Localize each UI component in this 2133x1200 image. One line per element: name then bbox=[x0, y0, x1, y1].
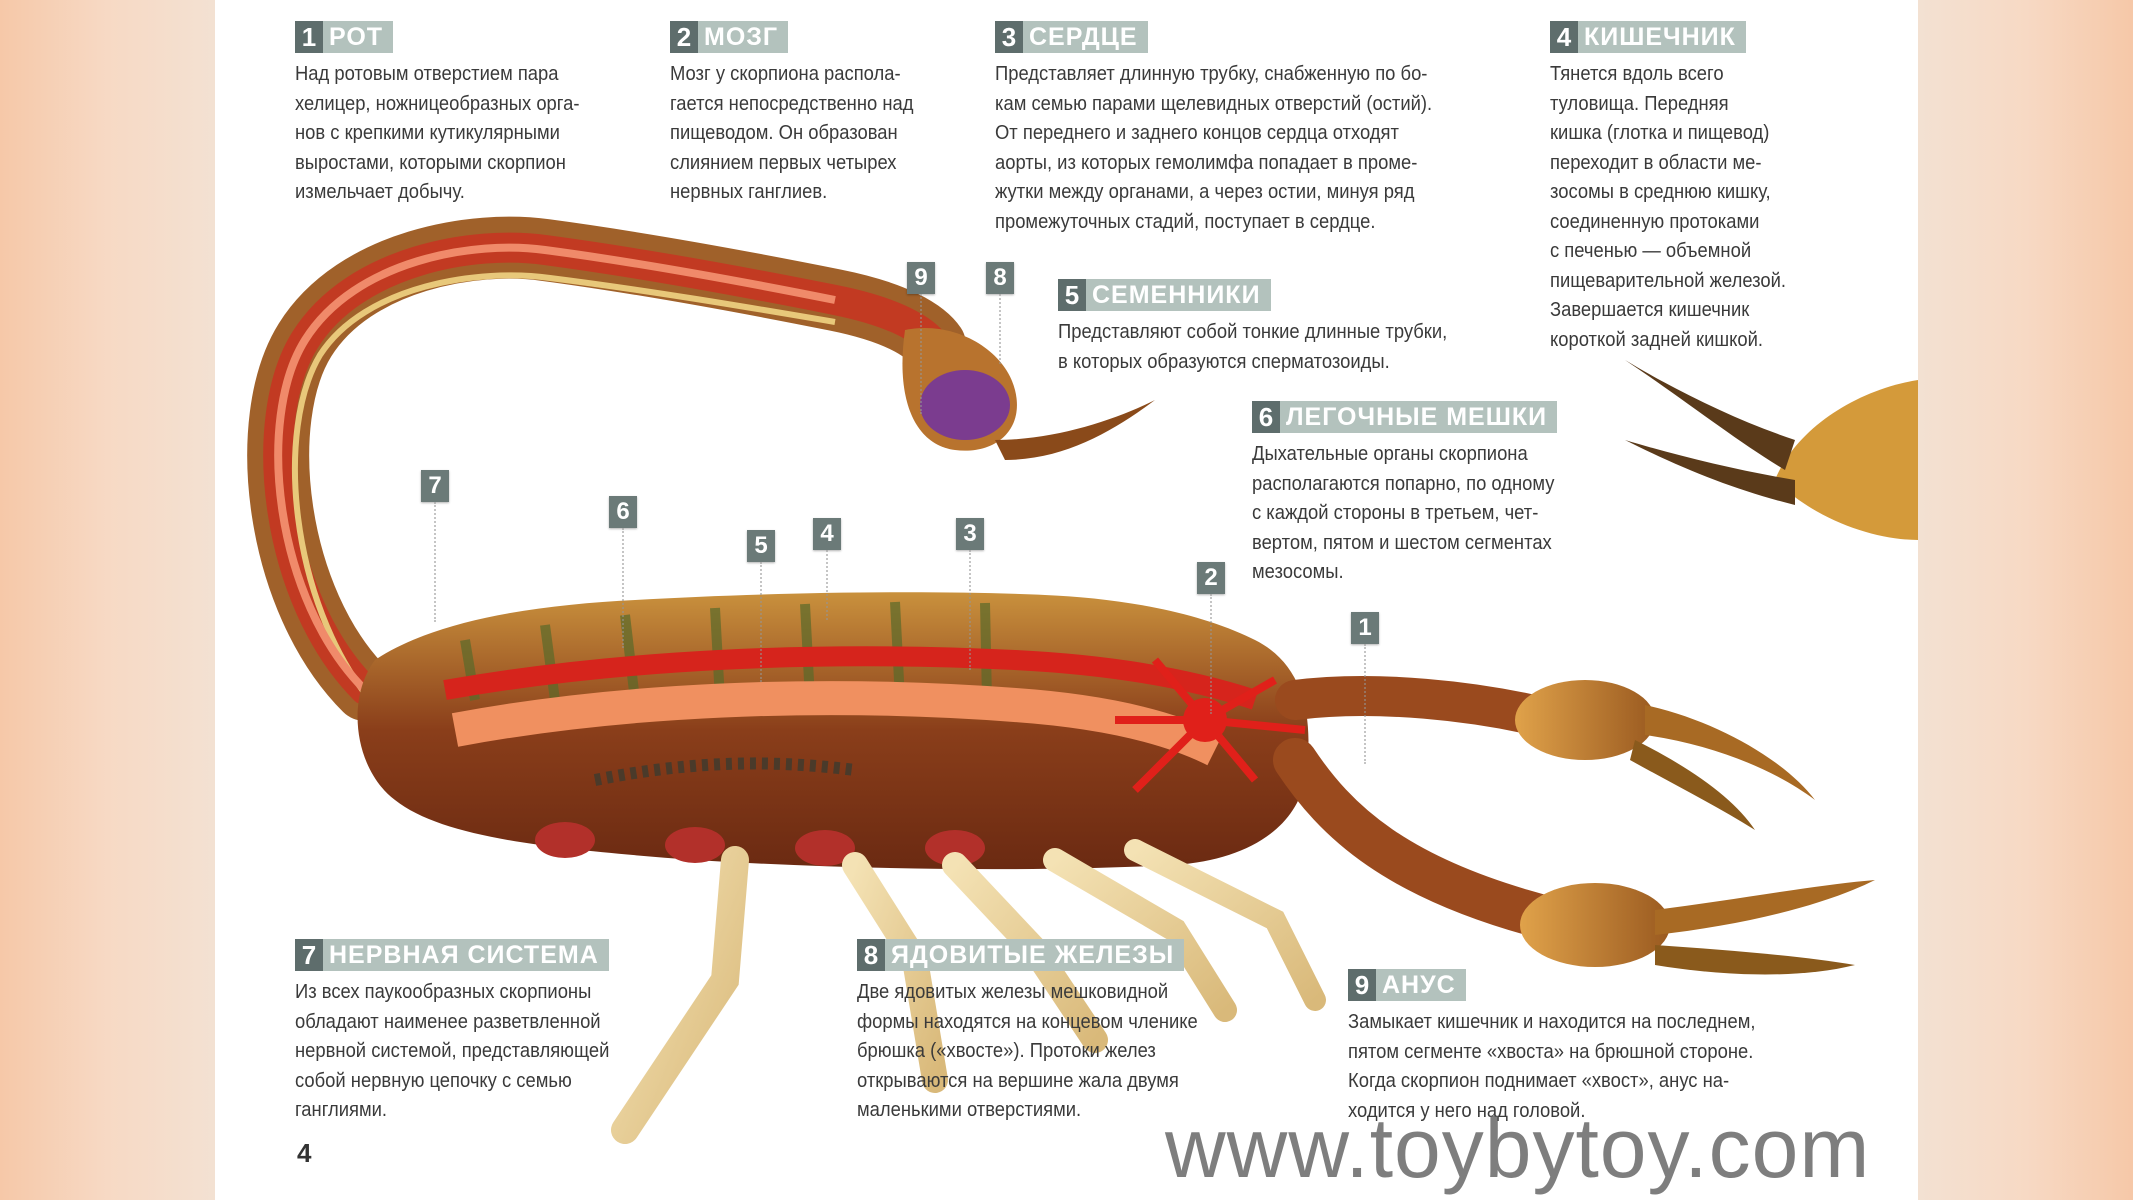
claw-lower bbox=[1520, 883, 1670, 967]
section-number: 8 bbox=[857, 939, 885, 971]
page-number: 4 bbox=[297, 1138, 312, 1168]
claw-finger-2 bbox=[1630, 740, 1755, 830]
gut-tube bbox=[451, 681, 1223, 766]
marker-1: 1 bbox=[1351, 612, 1379, 764]
scorpion-anatomy-illustration bbox=[247, 216, 1918, 1144]
venom-gland bbox=[920, 370, 1010, 440]
tail-gut bbox=[274, 243, 836, 693]
watermark: www.toybytoy.com bbox=[1165, 1101, 1871, 1195]
pedipalp-lower bbox=[1273, 738, 1577, 942]
section-number: 3 bbox=[995, 21, 1023, 53]
marker-5: 5 bbox=[747, 530, 775, 682]
brain-cluster bbox=[1115, 657, 1306, 793]
claw-finger-4 bbox=[1655, 945, 1855, 975]
section-number: 6 bbox=[1252, 401, 1280, 433]
claw-finger-1 bbox=[1645, 705, 1815, 800]
section-text: Мозг у скорпиона распола-гается непосред… bbox=[670, 63, 914, 203]
section-title: НЕРВНАЯ СИСТЕМА bbox=[323, 939, 609, 971]
section-title: МОЗГ bbox=[698, 21, 789, 53]
claw-upper bbox=[1515, 680, 1655, 760]
section-text: Представляет длинную трубку, снабженную … bbox=[995, 63, 1433, 233]
section-number: 1 bbox=[295, 21, 323, 53]
edge-claw-finger-2 bbox=[1625, 440, 1795, 505]
marker-8: 8 bbox=[986, 262, 1014, 364]
edge-claw-finger bbox=[1625, 360, 1795, 470]
section-number: 5 bbox=[1058, 279, 1086, 311]
marker-2: 2 bbox=[1197, 562, 1225, 714]
marker-9: 9 bbox=[907, 262, 935, 414]
sting bbox=[995, 400, 1155, 460]
section-title: СЕМЕННИКИ bbox=[1086, 279, 1271, 311]
section-number: 9 bbox=[1348, 969, 1376, 1001]
testes bbox=[593, 757, 856, 786]
section-text: Представляют собой тонкие длинные трубки… bbox=[1058, 321, 1448, 373]
section-number: 2 bbox=[670, 21, 698, 53]
section-title: АНУС bbox=[1376, 969, 1466, 1001]
section-text: Замыкает кишечник и находится на последн… bbox=[1348, 1011, 1756, 1122]
section-title: РОТ bbox=[323, 21, 394, 53]
marker-3: 3 bbox=[956, 518, 984, 670]
section-title: ЯДОВИТЫЕ ЖЕЛЕЗЫ bbox=[885, 939, 1185, 971]
claw-finger-3 bbox=[1655, 880, 1875, 935]
book-lungs bbox=[535, 822, 985, 866]
marker-6: 6 bbox=[609, 496, 637, 648]
section-title: СЕРДЦЕ bbox=[1023, 21, 1148, 53]
marker-7: 7 bbox=[421, 470, 449, 622]
section-number: 4 bbox=[1550, 21, 1578, 53]
tail-nerve bbox=[292, 272, 836, 702]
marker-4: 4 bbox=[813, 518, 841, 620]
section-number: 7 bbox=[295, 939, 323, 971]
section-title: КИШЕЧНИК bbox=[1578, 21, 1746, 53]
edge-claw bbox=[1775, 380, 1918, 540]
section-title: ЛЕГОЧНЫЕ МЕШКИ bbox=[1280, 401, 1558, 433]
